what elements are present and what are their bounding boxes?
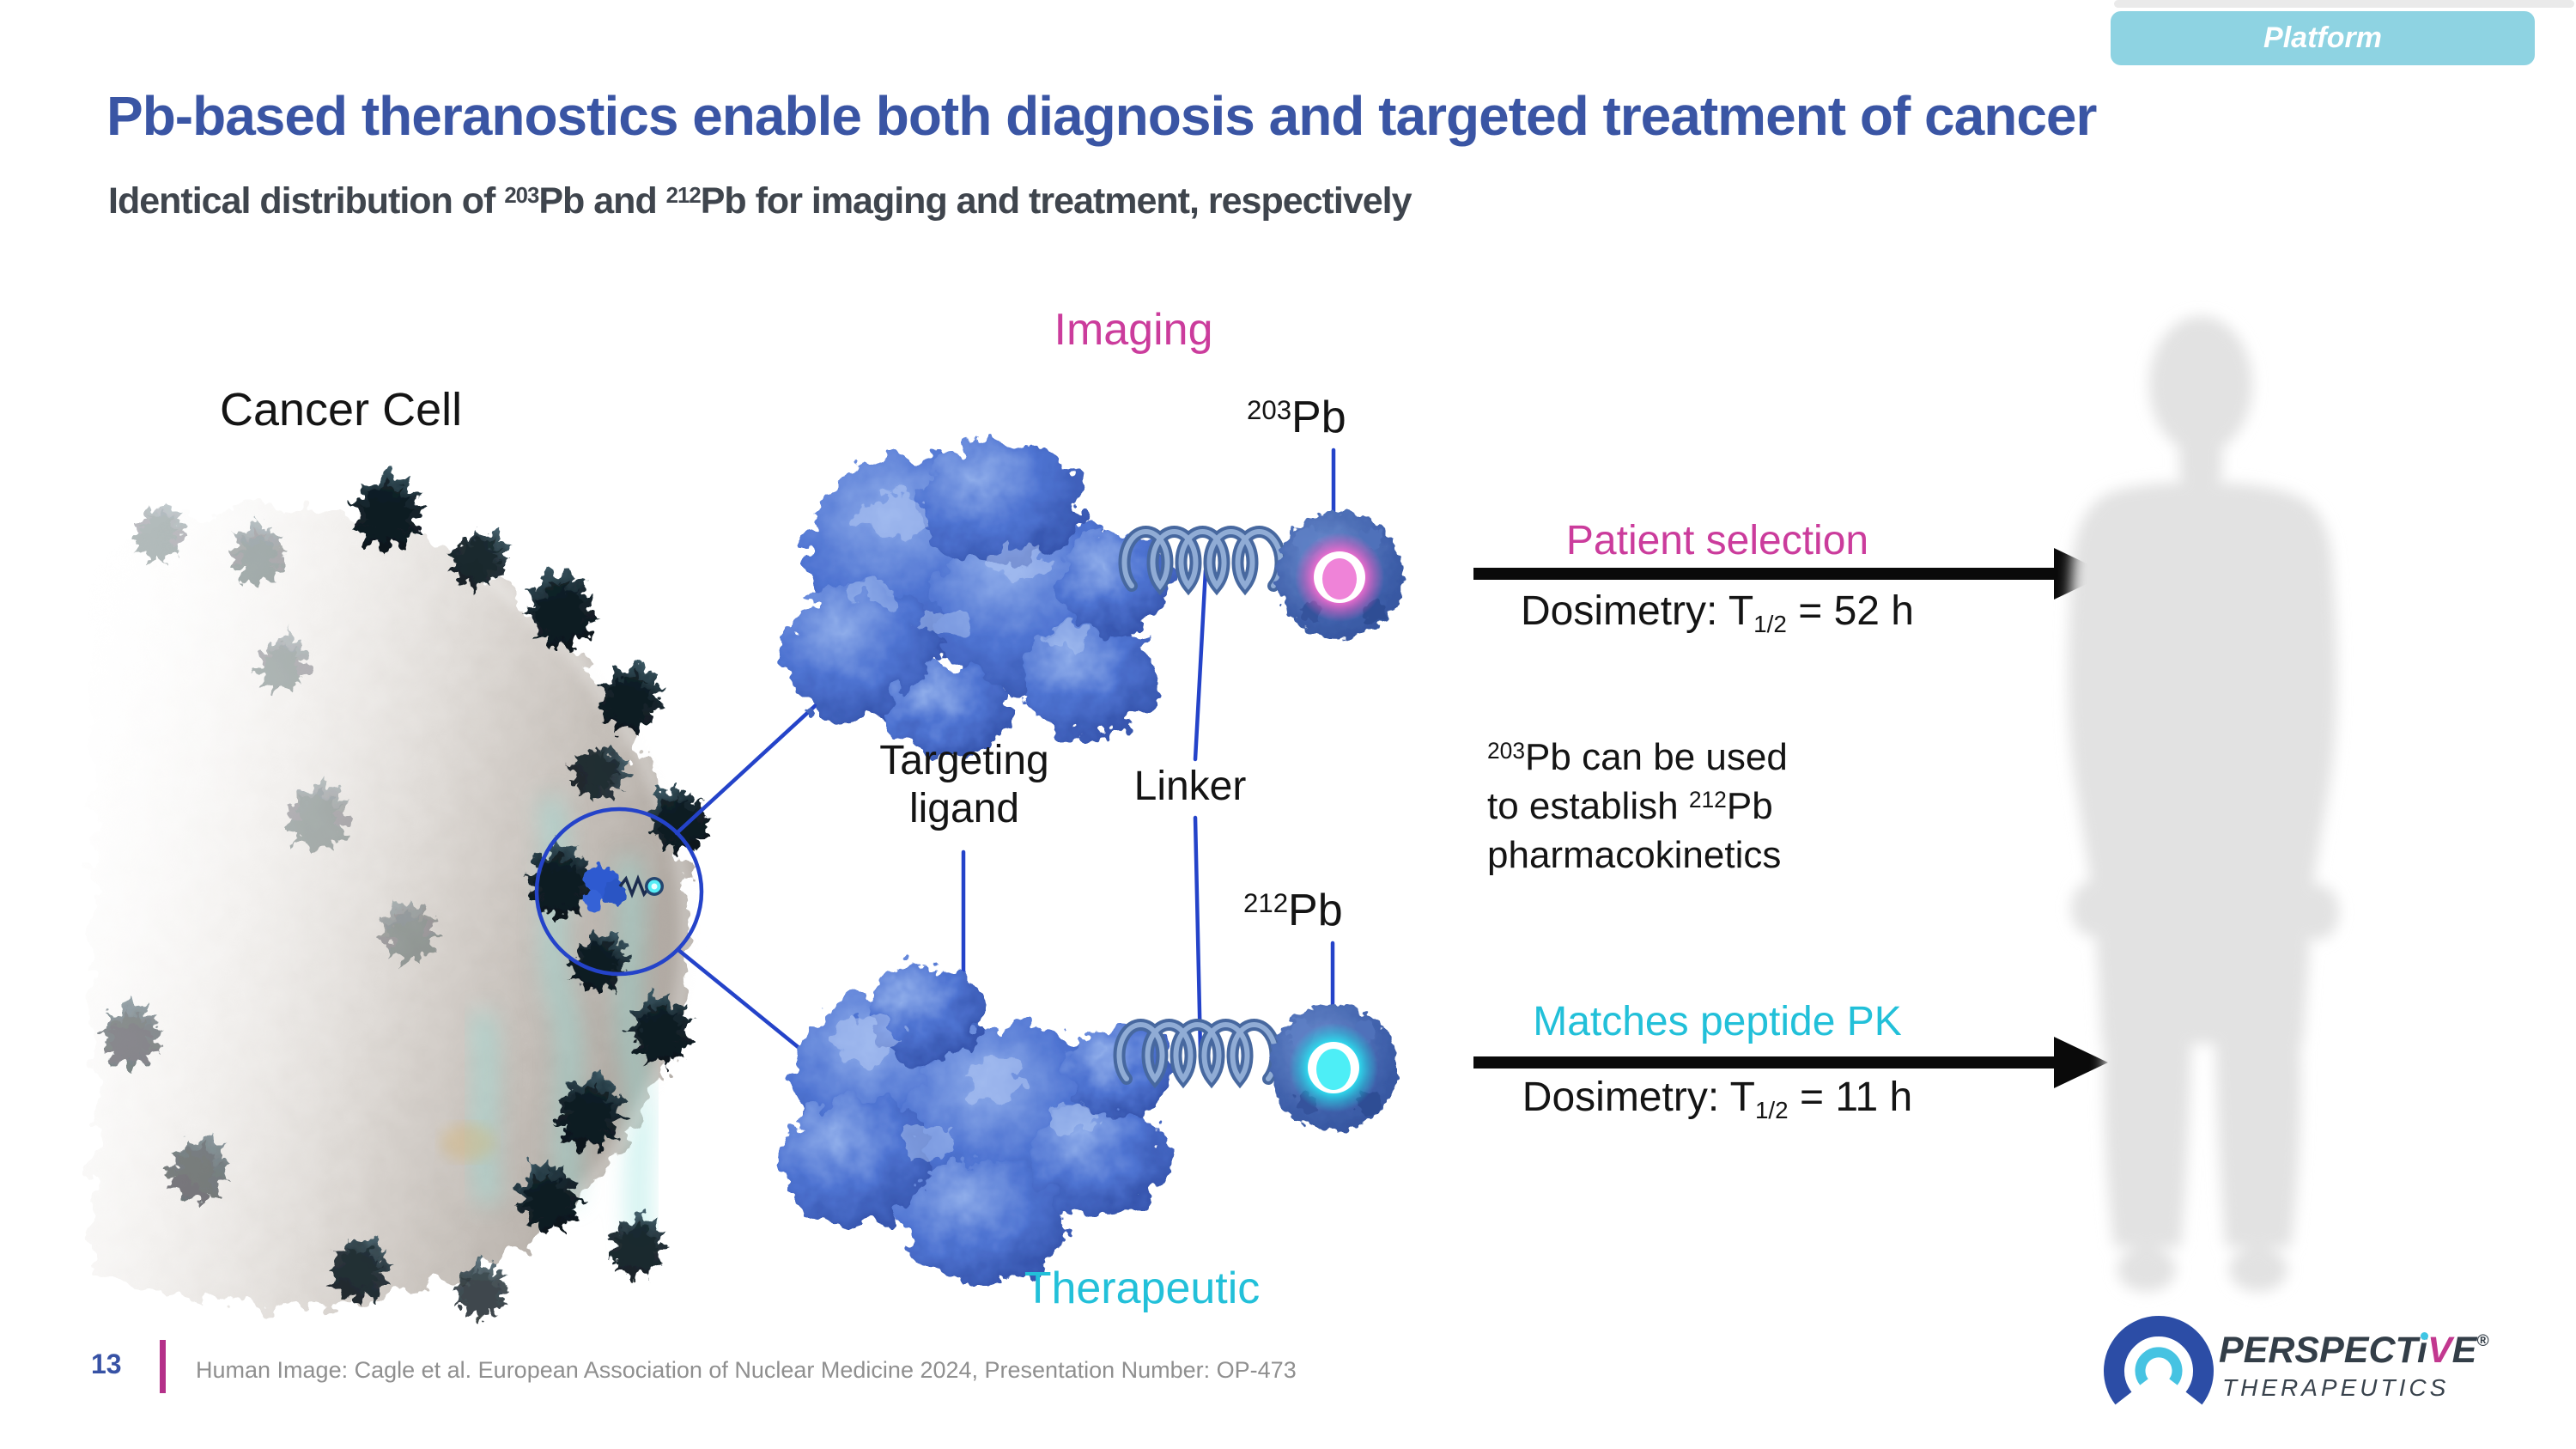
- platform-badge-label: Platform: [2263, 21, 2382, 54]
- half-life-subscript: 1/2: [1753, 610, 1787, 637]
- dosimetry-prefix: Dosimetry: T: [1521, 588, 1754, 634]
- subtitle-text: Pb for imaging and treatment, respective…: [700, 180, 1413, 222]
- targeting-ligand-line1: Targeting: [879, 738, 1049, 783]
- logo-letter-i: i: [2417, 1330, 2428, 1371]
- cancer-cell-label: Cancer Cell: [220, 384, 463, 435]
- body-scan-image: [2068, 316, 2339, 1292]
- linker-label: Linker: [1133, 764, 1247, 809]
- logo-i-dot: [2421, 1332, 2428, 1340]
- perspective-logo-therapeutics: THERAPEUTICS: [2222, 1374, 2450, 1401]
- chelator-pb203: [1276, 512, 1403, 639]
- subtitle-text: Identical distribution of: [108, 180, 505, 222]
- note-text: Pb: [1726, 785, 1773, 827]
- patient-selection-label: Patient selection: [1565, 518, 1869, 563]
- top-edge-strip: [2114, 0, 2574, 8]
- subtitle-superscript-203: 203: [504, 183, 539, 208]
- note-line1: 203Pb can be used: [1487, 735, 1788, 784]
- logo-text-perspect: PERSPECT: [2219, 1330, 2417, 1371]
- note-line3: pharmacokinetics: [1487, 834, 1782, 876]
- page-subtitle: Identical distribution of 203Pb and 212P…: [108, 180, 1413, 222]
- therapeutic-arrow: [1473, 1037, 2108, 1088]
- note-superscript-203: 203: [1487, 738, 1526, 764]
- dosimetry-value: = 11 h: [1788, 1075, 1913, 1120]
- therapeutic-heading: Therapeutic: [1024, 1263, 1261, 1313]
- cancer-cell-illustration: [93, 461, 725, 1324]
- subtitle-text: Pb and: [538, 180, 666, 222]
- note-text: Pb can be used: [1525, 736, 1788, 778]
- magnifier-circle: [534, 807, 704, 977]
- platform-badge: Platform: [2111, 11, 2535, 65]
- logo-letter-v: V: [2427, 1330, 2452, 1371]
- bound-drug-mini: [582, 866, 664, 910]
- isotope-symbol: Pb: [1288, 886, 1343, 935]
- isotope-mass-212: 212: [1243, 888, 1289, 919]
- targeting-ligand-line2: ligand: [908, 786, 1020, 831]
- linker-coil-imaging: [1118, 526, 1287, 596]
- citation-text: Human Image: Cagle et al. European Assoc…: [196, 1357, 1297, 1383]
- note-superscript-212: 212: [1688, 787, 1727, 813]
- dosimetry-imaging: Dosimetry: T1/2 = 52 h: [1477, 588, 1958, 637]
- chelator-pb212: [1270, 1004, 1397, 1131]
- matches-peptide-pk-label: Matches peptide PK: [1533, 999, 1902, 1044]
- imaging-molecule: [784, 441, 1403, 756]
- logo-i-glyph: i: [2417, 1330, 2427, 1371]
- subtitle-superscript-212: 212: [665, 183, 702, 208]
- targeting-ligand-label: Targeting ligand: [866, 737, 1063, 833]
- registered-mark: ®: [2476, 1332, 2489, 1350]
- isotope-symbol: Pb: [1291, 393, 1346, 442]
- dosimetry-prefix: Dosimetry: T: [1522, 1075, 1755, 1120]
- page-number: 13: [91, 1349, 122, 1379]
- therapeutic-molecule: [781, 966, 1397, 1283]
- imaging-heading: Imaging: [1054, 305, 1213, 355]
- linker-coil-therapeutic: [1113, 1019, 1282, 1089]
- note-text: to establish: [1487, 785, 1689, 827]
- pharmacokinetics-note: 203Pb can be used to establish 212Pb pha…: [1487, 735, 1788, 878]
- dosimetry-therapy: Dosimetry: T1/2 = 11 h: [1477, 1074, 1958, 1123]
- note-line2: to establish 212Pb: [1487, 784, 1788, 833]
- footer-divider-bar: [160, 1340, 166, 1393]
- logo-letter-e: E: [2451, 1330, 2477, 1371]
- isotope-label-pb203: 203Pb: [1247, 392, 1346, 443]
- isotope-label-pb212: 212Pb: [1243, 885, 1343, 936]
- perspective-logo-icon: [2104, 1316, 2214, 1405]
- isotope-mass-203: 203: [1247, 395, 1292, 426]
- page-title: Pb-based theranostics enable both diagno…: [106, 85, 2097, 147]
- half-life-subscript: 1/2: [1754, 1096, 1789, 1123]
- dosimetry-value: = 52 h: [1786, 588, 1914, 634]
